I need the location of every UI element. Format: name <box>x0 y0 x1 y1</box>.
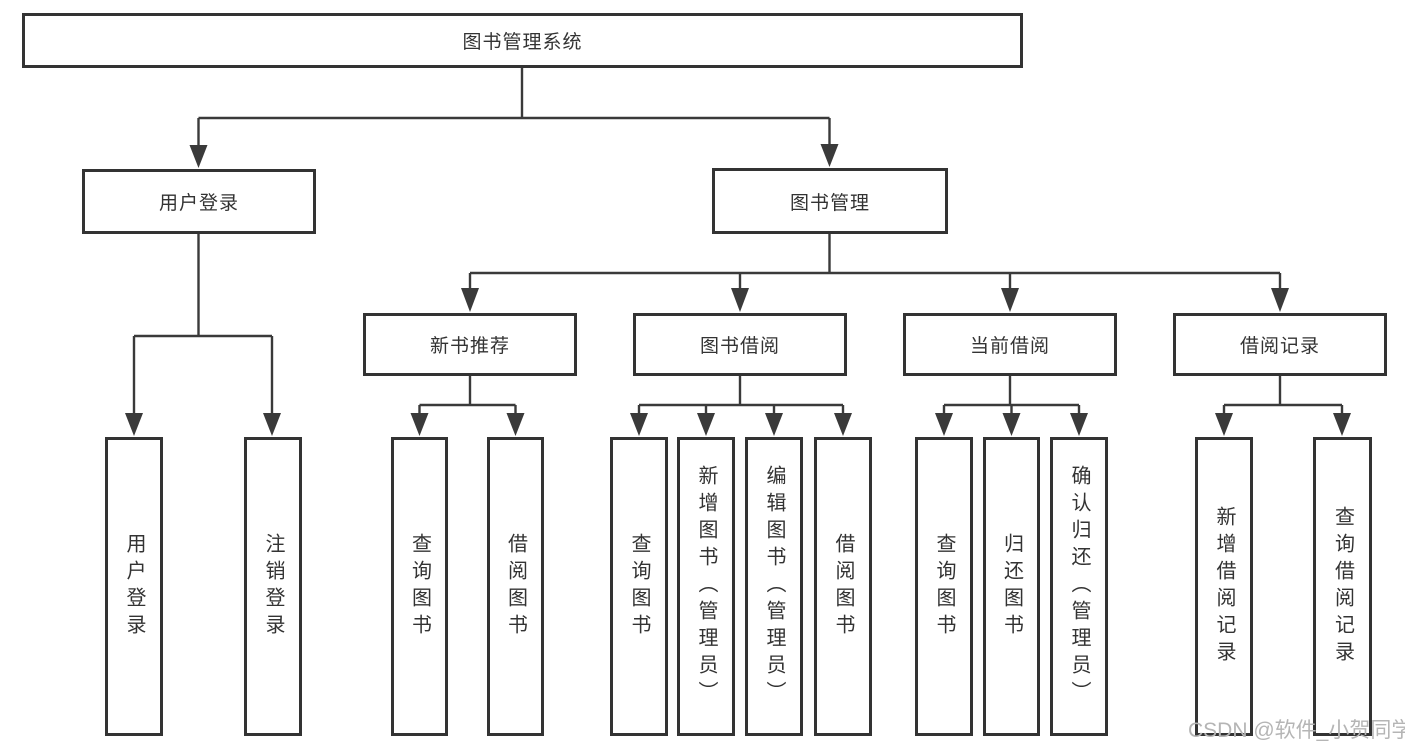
leaf-label: 归还图书 <box>1000 532 1023 641</box>
node-label: 用户登录 <box>158 193 239 214</box>
leaf-records-add-record: 新增借阅记录 <box>1195 437 1253 736</box>
leaf-label: 借阅图书 <box>832 532 854 641</box>
leaf-borrowing-borrow-books: 借阅图书 <box>814 437 872 736</box>
leaf-borrowing-edit-books-admin: 编辑图书（管理员） <box>745 437 803 736</box>
leaf-logout: 注销登录 <box>244 437 302 736</box>
csdn-watermark: CSDN @软件_小贺同学 <box>1188 719 1405 742</box>
leaf-label: 查询图书 <box>628 532 650 641</box>
node-label: 图书管理系统 <box>462 32 583 53</box>
leaf-current-query-books: 查询图书 <box>915 437 973 736</box>
leaf-current-confirm-return-admin: 确认归还（管理员） <box>1050 437 1108 736</box>
node-library-system-root: 图书管理系统 <box>22 13 1023 68</box>
leaf-borrowing-query-books: 查询图书 <box>610 437 668 736</box>
leaf-user-login: 用户登录 <box>105 437 163 736</box>
node-new-book-recommend: 新书推荐 <box>363 313 577 376</box>
node-label: 图书借阅 <box>699 336 780 357</box>
node-current-borrowing: 当前借阅 <box>903 313 1117 376</box>
leaf-label: 确认归还（管理员） <box>1068 465 1090 708</box>
leaf-current-return-books: 归还图书 <box>983 437 1040 736</box>
node-book-borrowing: 图书借阅 <box>633 313 847 376</box>
leaf-label: 查询图书 <box>408 532 431 641</box>
node-label: 当前借阅 <box>969 336 1050 357</box>
leaf-label: 借阅图书 <box>504 532 527 641</box>
leaf-label: 新增借阅记录 <box>1213 505 1235 668</box>
leaf-newbook-query-books: 查询图书 <box>391 437 448 736</box>
node-borrowing-records: 借阅记录 <box>1173 313 1387 376</box>
leaf-label: 用户登录 <box>123 532 145 641</box>
leaf-newbook-borrow-books: 借阅图书 <box>487 437 544 736</box>
node-label: 新书推荐 <box>429 336 510 357</box>
leaf-label: 编辑图书（管理员） <box>763 465 785 708</box>
leaf-label: 新增图书（管理员） <box>695 465 717 708</box>
node-label: 借阅记录 <box>1239 336 1320 357</box>
leaf-label: 注销登录 <box>262 532 284 641</box>
node-book-management: 图书管理 <box>712 168 948 234</box>
node-user-login: 用户登录 <box>82 169 316 234</box>
leaf-borrowing-add-books-admin: 新增图书（管理员） <box>677 437 735 736</box>
leaf-label: 查询图书 <box>933 532 955 641</box>
leaf-label: 查询借阅记录 <box>1331 505 1354 668</box>
leaf-records-query-record: 查询借阅记录 <box>1313 437 1372 736</box>
node-label: 图书管理 <box>789 192 870 214</box>
